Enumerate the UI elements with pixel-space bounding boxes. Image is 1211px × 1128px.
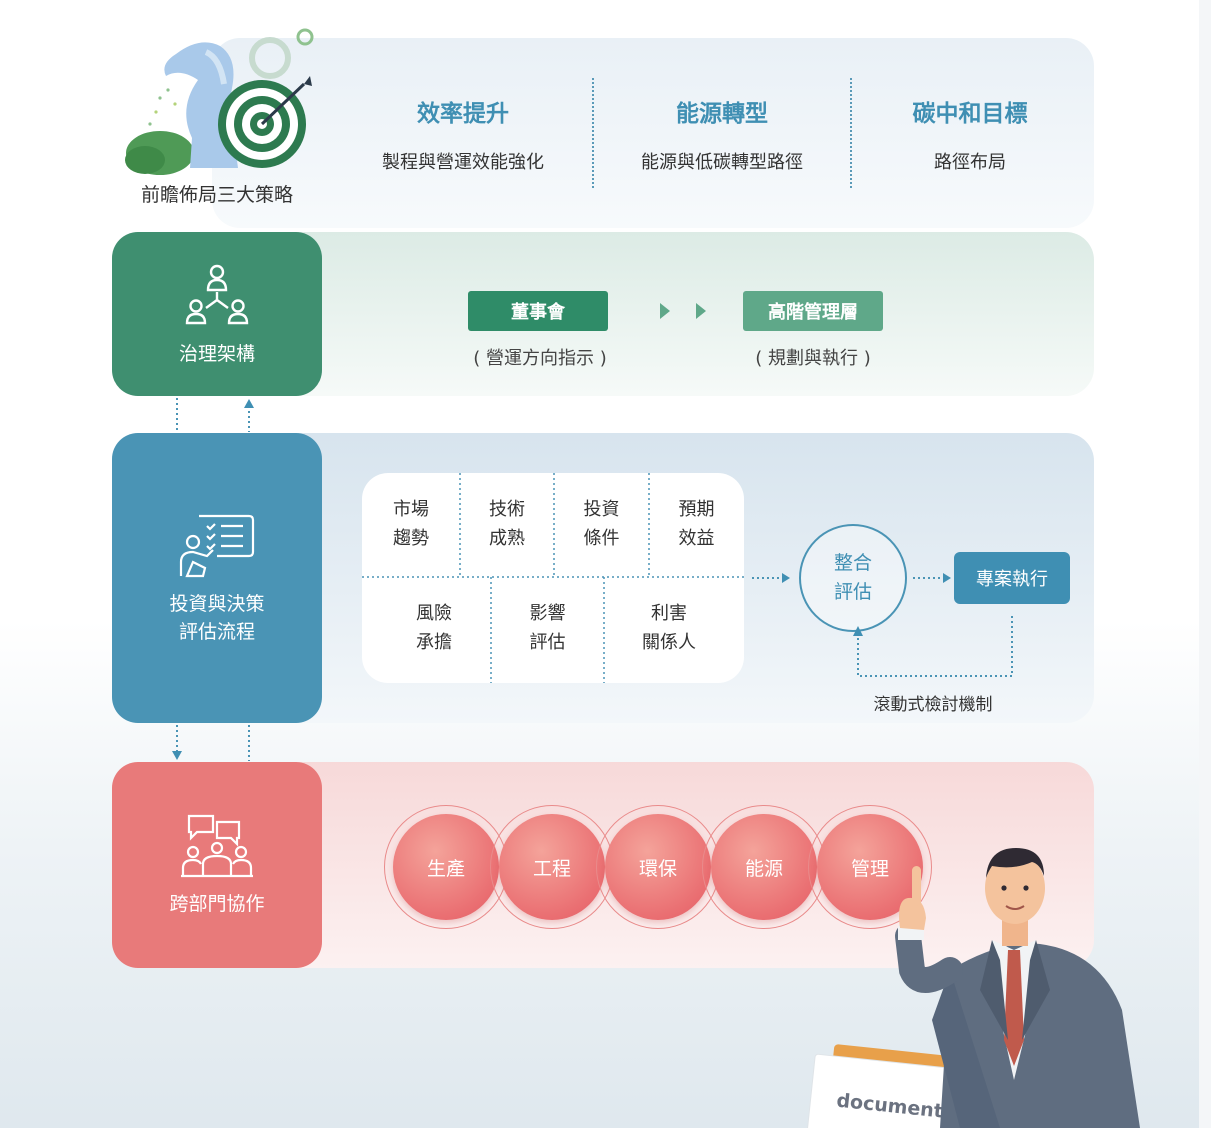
factor-line: 評估 <box>529 632 566 653</box>
dept-label: 環保 <box>605 814 711 920</box>
dept-energy: 能源 <box>702 805 826 929</box>
management-subtitle: ( 規劃與執行 ) <box>755 348 871 369</box>
column-divider <box>592 78 594 188</box>
strategy-heading: 能源轉型 <box>676 101 768 127</box>
factor-cell: 利害 關係人 <box>604 599 734 657</box>
factor-line: 承擔 <box>416 632 452 653</box>
page-edge <box>1199 0 1211 1128</box>
board-subtitle: ( 營運方向指示 ) <box>473 348 607 369</box>
feedback-loop-arrow <box>853 616 1013 677</box>
category-label: 治理架構 <box>178 343 255 365</box>
org-structure-icon <box>185 264 249 325</box>
factor-line: 預期 <box>678 499 715 520</box>
factor-cell: 市場 趨勢 <box>362 495 460 553</box>
dept-environment: 環保 <box>596 805 720 929</box>
checklist-presenter-icon <box>179 514 255 578</box>
dept-label: 工程 <box>499 814 605 920</box>
factor-line: 影響 <box>529 603 566 624</box>
factor-line: 趨勢 <box>393 528 429 549</box>
factor-line: 技術 <box>489 499 525 520</box>
double-arrow-icon <box>660 303 706 319</box>
evaluate-line: 評估 <box>833 581 872 603</box>
strategy-title: 前瞻佈局三大策略 <box>140 184 293 206</box>
board-badge: 董事會 <box>468 291 608 331</box>
cross-dept-category: 跨部門協作 <box>112 762 322 968</box>
dept-label: 生產 <box>393 814 499 920</box>
dept-engineering: 工程 <box>490 805 614 929</box>
factor-line: 條件 <box>583 528 620 549</box>
dept-label: 能源 <box>711 814 817 920</box>
grid-lines <box>362 473 744 683</box>
rolling-review-label: 滾動式檢討機制 <box>873 695 993 715</box>
chess-target-illustration <box>125 28 314 175</box>
businessman-illustration: documents <box>806 848 1140 1128</box>
factor-cell: 預期 效益 <box>649 495 744 553</box>
arrow-to-execute <box>913 573 951 583</box>
strategy-subtitle: 能源與低碳轉型路徑 <box>641 152 803 173</box>
factor-line: 利害 <box>651 603 687 624</box>
factor-cell: 風險 承擔 <box>362 599 506 657</box>
factor-cell: 技術 成熟 <box>460 495 554 553</box>
factor-cell: 影響 評估 <box>491 599 604 657</box>
strategy-heading: 效率提升 <box>417 101 509 127</box>
category-label: 跨部門協作 <box>169 893 265 915</box>
column-divider <box>850 78 852 188</box>
project-execution-button: 專案執行 <box>954 552 1070 604</box>
strategy-subtitle: 製程與營運效能強化 <box>382 152 544 173</box>
strategy-panel <box>212 38 1094 228</box>
strategy-carbon: 碳中和目標 路徑布局 <box>850 94 1090 174</box>
dept-production: 生產 <box>384 805 508 929</box>
evaluate-line: 整合 <box>833 552 872 574</box>
category-label-line2: 評估流程 <box>178 621 255 643</box>
category-label-line1: 投資與決策 <box>169 593 265 615</box>
factor-line: 關係人 <box>642 632 696 653</box>
factor-line: 成熟 <box>489 528 525 549</box>
gov-invest-connector <box>176 398 254 432</box>
governance-category: 治理架構 <box>112 232 322 396</box>
category-label: 投資與決策 評估流程 <box>169 590 264 646</box>
factor-line: 效益 <box>678 528 715 549</box>
invest-cross-connector <box>172 725 250 761</box>
factor-line: 市場 <box>393 499 429 520</box>
team-meeting-icon <box>181 814 253 878</box>
evaluate-circle: 整合 評估 <box>799 524 907 632</box>
factor-cell: 投資 條件 <box>554 495 649 553</box>
factor-line: 風險 <box>416 603 452 624</box>
factor-grid: 市場 趨勢 技術 成熟 投資 條件 預期 效益 風險 承擔 影響 評估 利害 關… <box>362 473 744 683</box>
management-badge: 高階管理層 <box>743 291 883 331</box>
factor-line: 投資 <box>583 499 620 520</box>
strategy-heading: 碳中和目標 <box>912 101 1028 127</box>
investment-category: 投資與決策 評估流程 <box>112 433 322 723</box>
arrow-to-evaluate <box>752 573 790 583</box>
strategy-energy: 能源轉型 能源與低碳轉型路徑 <box>602 94 842 174</box>
strategy-efficiency: 效率提升 製程與營運效能強化 <box>343 94 583 174</box>
strategy-subtitle: 路徑布局 <box>934 152 1006 173</box>
